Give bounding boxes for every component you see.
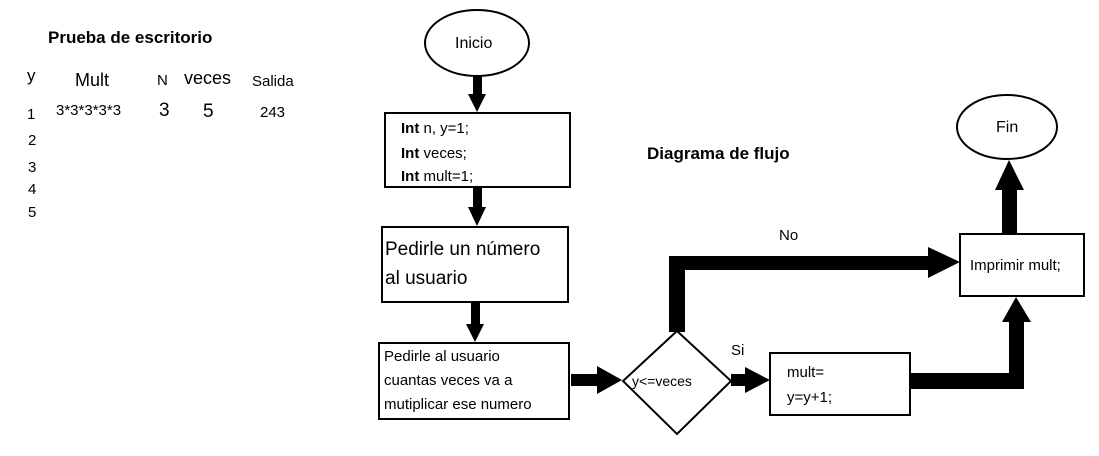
declaration-text: n, y=1;: [423, 120, 469, 137]
header-veces: veces: [184, 68, 232, 88]
update-text-line2: y=y+1;: [787, 389, 833, 406]
update-box: [769, 352, 911, 416]
decision-label: y<=veces: [632, 373, 692, 389]
connector-line: [1009, 320, 1024, 389]
arrow-head: [468, 207, 486, 226]
declaration-text: veces;: [423, 145, 467, 162]
header-salida: Salida: [252, 73, 294, 90]
arrow-shaft: [1002, 188, 1017, 234]
arrow-head: [928, 247, 960, 278]
declaration-line: Int n, y=1;: [401, 120, 469, 137]
arrow-head: [995, 160, 1024, 190]
update-text-line1: mult=: [787, 364, 825, 381]
arrow-head: [468, 94, 486, 112]
header-y: y: [27, 66, 36, 85]
connector-line: [910, 373, 1024, 389]
header-n: N: [157, 72, 168, 89]
connector-line: [669, 256, 931, 270]
row1-mult: 3*3*3*3*3: [56, 102, 122, 119]
arrow-shaft: [571, 374, 599, 386]
arrow-head: [597, 366, 622, 394]
arrow-shaft: [473, 76, 482, 94]
ask-times-text-line3: mutiplicar ese numero: [384, 396, 532, 413]
decision-diamond: [621, 329, 733, 436]
declaration-keyword: Int: [401, 120, 420, 137]
row1-salida: 243: [260, 104, 286, 121]
arrow-head: [745, 367, 770, 393]
arrow-head: [466, 324, 484, 342]
arrow-shaft: [473, 187, 482, 207]
ask-times-text-line1: Pedirle al usuario: [384, 348, 500, 365]
declaration-line: Int veces;: [401, 145, 467, 162]
declaration-keyword: Int: [401, 145, 420, 162]
arrow-shaft: [471, 302, 480, 324]
y-value-5: 5: [28, 204, 37, 221]
diagram-title: Diagrama de flujo: [647, 144, 790, 163]
y-value-2: 2: [28, 132, 37, 149]
end-label: Fin: [996, 119, 1019, 136]
header-mult: Mult: [75, 70, 110, 90]
declaration-text: mult=1;: [423, 168, 474, 185]
y-value-4: 4: [28, 181, 37, 198]
y-value-1: 1: [27, 106, 36, 123]
ask-number-text-line2: al usuario: [385, 268, 468, 289]
end-terminal: [956, 94, 1058, 160]
declarations-box: [384, 112, 571, 188]
desk-check-title: Prueba de escritorio: [48, 28, 213, 47]
no-label: No: [779, 227, 799, 244]
y-value-3: 3: [28, 159, 37, 176]
row1-veces: 5: [203, 101, 214, 122]
arrow-shaft: [731, 374, 747, 386]
start-label: Inicio: [455, 35, 493, 52]
print-text: Imprimir mult;: [970, 257, 1061, 274]
row1-n: 3: [159, 100, 170, 121]
declaration-keyword: Int: [401, 168, 420, 185]
yes-label: Si: [731, 342, 745, 359]
declaration-line: Int mult=1;: [401, 168, 473, 185]
ask-number-text-line1: Pedirle un número: [385, 239, 541, 260]
ask-times-box: [378, 342, 570, 420]
arrow-head: [1002, 297, 1031, 322]
connector-line: [669, 256, 685, 332]
print-box: [959, 233, 1085, 297]
ask-number-box: [381, 226, 569, 303]
ask-times-text-line2: cuantas veces va a: [384, 372, 513, 389]
